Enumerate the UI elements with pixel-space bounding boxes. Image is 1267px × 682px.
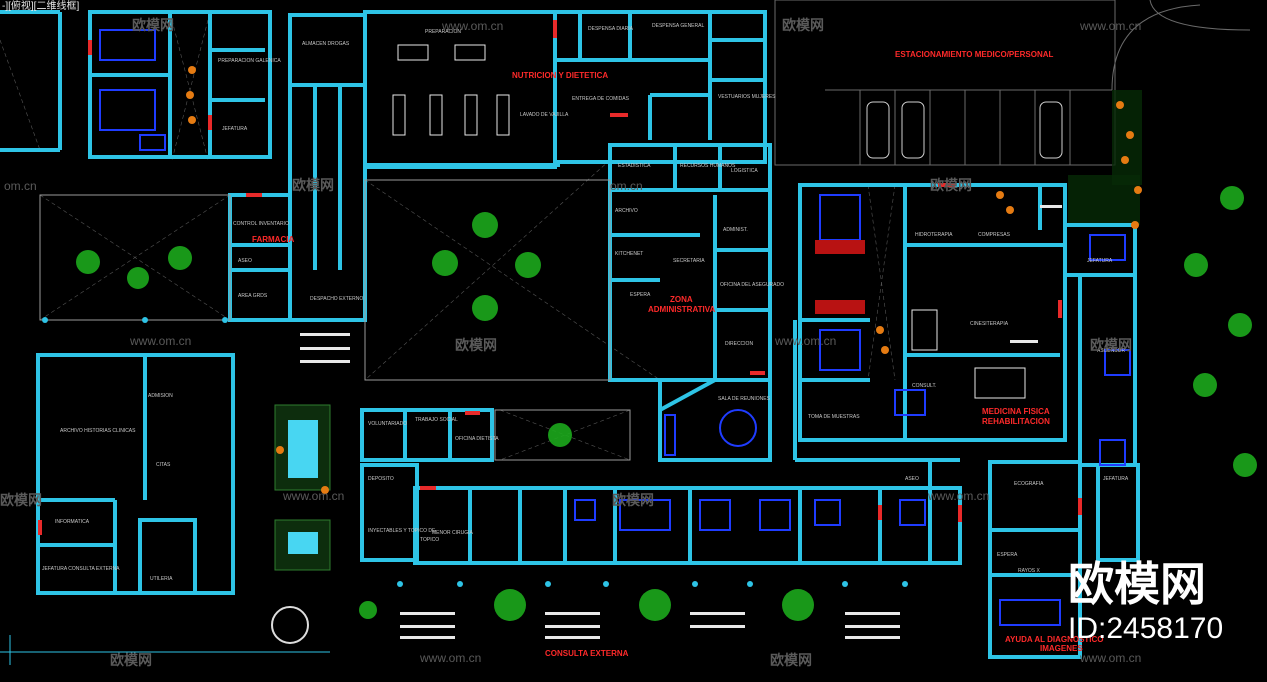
room-inyectables: INYECTABLES Y TOPICO DE bbox=[368, 528, 436, 534]
room-despensa-general: DESPENSA GENERAL bbox=[652, 23, 704, 29]
courtyards bbox=[39, 179, 631, 461]
room-aseo-2: ASEO bbox=[905, 476, 919, 482]
room-administ: ADMINIST. bbox=[723, 227, 748, 233]
room-estadistica: ESTADISTICA bbox=[618, 163, 651, 169]
waiting-seats bbox=[300, 205, 1062, 639]
parking-lot bbox=[774, 0, 1251, 225]
room-recursos-humanos: RECURSOS HUMANOS bbox=[680, 163, 736, 169]
car-icon bbox=[901, 101, 925, 159]
room-archivo: ARCHIVO bbox=[615, 208, 638, 214]
car-icon bbox=[866, 101, 890, 159]
room-direccion: DIRECCION bbox=[725, 341, 753, 347]
room-despensa-diaria: DESPENSA DIARIA bbox=[588, 26, 634, 32]
room-toma-muestras: TOMA DE MUESTRAS bbox=[808, 414, 860, 420]
room-almacen-drogas: ALMACEN DROGAS bbox=[302, 41, 350, 47]
axis-lines bbox=[0, 635, 330, 665]
room-preparacion-galenica: PREPARACION GALENICA bbox=[218, 58, 281, 64]
zone-label-medicina-2: REHABILITACION bbox=[982, 417, 1050, 426]
room-espera: ESPERA bbox=[630, 292, 651, 298]
room-kitchenet: KITCHENET bbox=[615, 251, 643, 257]
room-trabajo-social: TRABAJO SOCIAL bbox=[415, 417, 458, 423]
guide-lines bbox=[0, 19, 896, 461]
zone-label-medicina-1: MEDICINA FISICA bbox=[982, 407, 1050, 416]
room-oficina-asegurado: OFICINA DEL ASEGURADO bbox=[720, 282, 784, 288]
room-logistica: LOGISTICA bbox=[731, 168, 758, 174]
room-topico: TOPICO bbox=[420, 537, 439, 543]
viewport-label[interactable]: -][俯视][二维线框] bbox=[2, 0, 79, 12]
room-jefatura-3: JEFATURA bbox=[1103, 476, 1129, 482]
room-area-grds: AREA GRDS bbox=[238, 293, 268, 299]
zone-label-administrativa-2: ADMINISTRATIVA bbox=[648, 305, 715, 314]
zone-label-nutricion: NUTRICION Y DIETETICA bbox=[512, 71, 608, 80]
room-despacho-externo: DESPACHO EXTERNO bbox=[310, 296, 363, 302]
room-ecografia: ECOGRAFIA bbox=[1014, 481, 1044, 487]
doors bbox=[38, 20, 1082, 535]
room-voluntariado: VOLUNTARIADO bbox=[368, 421, 407, 427]
zone-label-ayuda-1: AYUDA AL DIAGNOSTICO bbox=[1005, 635, 1104, 644]
zone-label-ayuda-2: IMAGENES bbox=[1040, 644, 1083, 653]
zone-label-administrativa-1: ZONA bbox=[670, 295, 693, 304]
fixtures bbox=[392, 44, 1026, 399]
room-utileria: UTILERIA bbox=[150, 576, 173, 582]
room-citas: CITAS bbox=[156, 462, 171, 468]
room-consult: CONSULT. bbox=[912, 383, 936, 389]
room-lavado-vajilla: LAVADO DE VAJILLA bbox=[520, 112, 569, 118]
room-vestuarios-mujeres: VESTUARIOS MUJERES bbox=[718, 94, 776, 100]
room-informatica: INFORMATICA bbox=[55, 519, 90, 525]
room-entrega-comidas: ENTREGA DE COMIDAS bbox=[572, 96, 630, 102]
room-jefatura: JEFATURA bbox=[222, 126, 248, 132]
room-secretaria: SECRETARIA bbox=[673, 258, 705, 264]
room-oficina-dietista: OFICINA DIETISTA bbox=[455, 436, 499, 442]
room-archivo-historias: ARCHIVO HISTORIAS CLINICAS bbox=[60, 428, 136, 434]
room-ascensor: ASCENSOR bbox=[1097, 348, 1125, 354]
room-preparacion: PREPARACION bbox=[425, 29, 461, 35]
water-features bbox=[271, 404, 331, 644]
room-deposito: DEPOSITO bbox=[368, 476, 394, 482]
columns bbox=[42, 317, 908, 587]
room-control-inventario: CONTROL INVENTARIO bbox=[233, 221, 289, 227]
room-espera-2: ESPERA bbox=[997, 552, 1018, 558]
plants bbox=[76, 186, 1257, 621]
room-jefatura-2: JEFATURA bbox=[1087, 258, 1113, 264]
shrubs bbox=[186, 66, 1142, 494]
room-hidroterapia: HIDROTERAPIA bbox=[915, 232, 953, 238]
room-rayos-x: RAYOS X bbox=[1018, 568, 1041, 574]
red-furniture bbox=[815, 240, 865, 314]
room-admision: ADMISION bbox=[148, 393, 173, 399]
room-menor-cirugia: MENOR CIRUGIA bbox=[432, 530, 474, 536]
room-compresas: COMPRESAS bbox=[978, 232, 1011, 238]
room-sala-reuniones: SALA DE REUNIONES bbox=[718, 396, 771, 402]
room-aseo: ASEO bbox=[238, 258, 252, 264]
walls bbox=[0, 10, 1140, 659]
room-jefatura-consulta: JEFATURA CONSULTA EXTERNA bbox=[42, 566, 120, 572]
zone-label-farmacia: FARMACIA bbox=[252, 235, 294, 244]
zone-label-consulta: CONSULTA EXTERNA bbox=[545, 649, 629, 658]
car-icon bbox=[1039, 101, 1063, 159]
room-cinesiterapia: CINESITERAPIA bbox=[970, 321, 1009, 327]
parking-title: ESTACIONAMIENTO MEDICO/PERSONAL bbox=[895, 50, 1053, 59]
